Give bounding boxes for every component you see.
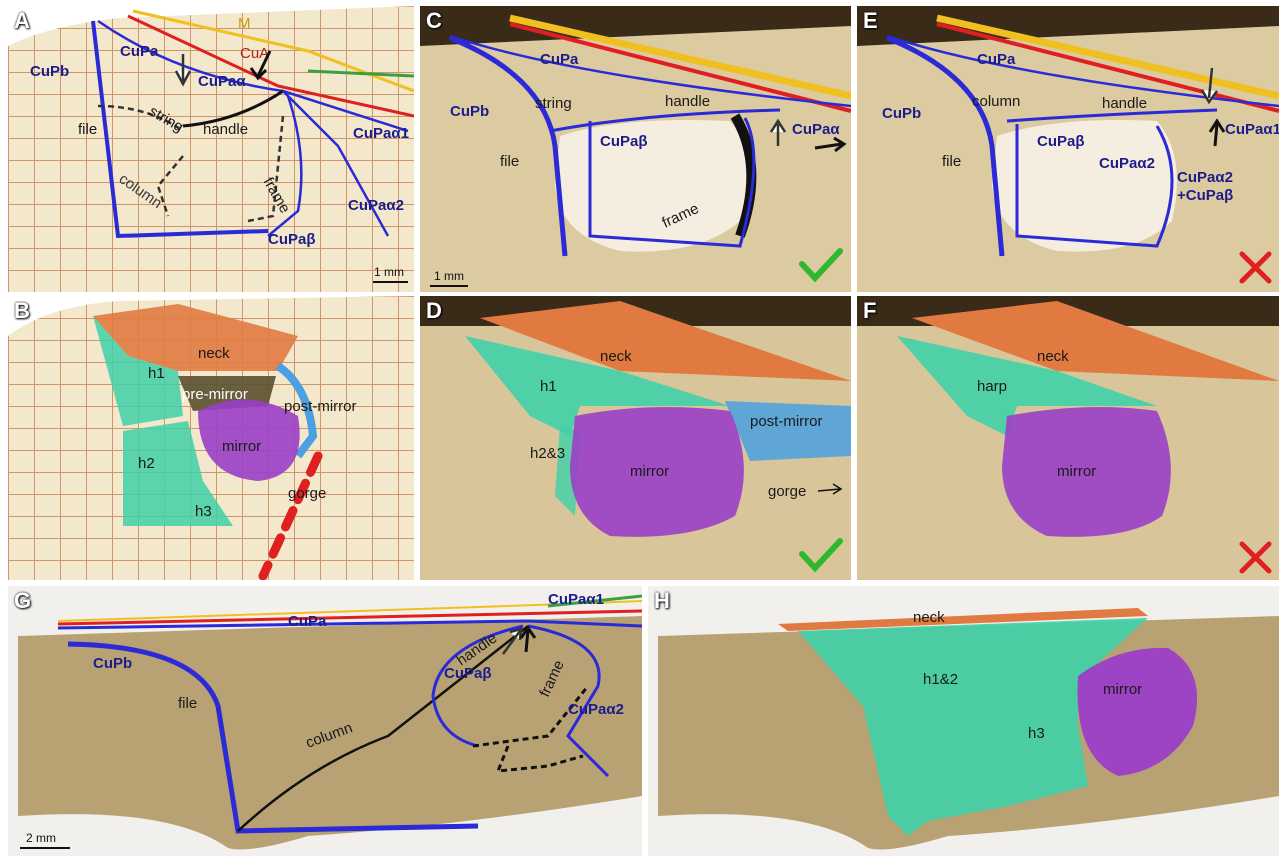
label-cupb: CuPb (93, 655, 132, 672)
label-pre-mirror: pre-mirror (182, 386, 248, 403)
label-combined-a: CuPaα2 (1177, 169, 1233, 186)
label-h1: h1 (148, 365, 165, 382)
label-mirror: mirror (1057, 463, 1096, 480)
label-h1-2: h1&2 (923, 671, 958, 688)
label-file: file (178, 695, 197, 712)
scale-label: 2 mm (26, 831, 56, 845)
label-cupa-alpha1: CuPaα1 (548, 591, 604, 608)
mirror-cell (555, 120, 748, 252)
label-handle: handle (1102, 95, 1147, 112)
label-mirror: mirror (1103, 681, 1142, 698)
label-cupa-alpha2: CuPaα2 (568, 701, 624, 718)
panel-b-drawing: neck h1 pre-mirror post-mirror mirror h2… (8, 296, 414, 580)
panel-e-drawing: CuPa CuPb column handle CuPaβ CuPaα1 CuP… (857, 6, 1279, 292)
label-file: file (500, 153, 519, 170)
label-neck: neck (1037, 348, 1069, 365)
panel-b: neck h1 pre-mirror post-mirror mirror h2… (8, 296, 414, 580)
panel-letter: D (426, 298, 442, 324)
panel-a-drawing: M CuA CuPa CuPb CuPaα string handle file… (8, 6, 414, 292)
panel-g-drawing: CuPaα1 CuPa CuPb handle CuPaβ frame CuPa… (8, 586, 642, 856)
panel-letter: G (14, 588, 31, 614)
label-h1: h1 (540, 378, 557, 395)
label-harp: harp (977, 378, 1007, 395)
label-file: file (942, 153, 961, 170)
label-cupa-alpha: CuPaα (792, 121, 840, 138)
mirror-cell (992, 120, 1177, 252)
panel-e: CuPa CuPb column handle CuPaβ CuPaα1 CuP… (857, 6, 1279, 292)
panel-d-drawing: neck h1 h2&3 post-mirror mirror gorge (420, 296, 851, 580)
label-h2: h2 (138, 455, 155, 472)
label-mirror: mirror (630, 463, 669, 480)
panel-letter: C (426, 8, 442, 34)
label-gorge: gorge (768, 483, 806, 500)
label-cupb: CuPb (30, 63, 69, 80)
label-cupb: CuPb (882, 105, 921, 122)
label-cupa: CuPa (540, 51, 579, 68)
label-cupa-alpha2: CuPaα2 (348, 197, 404, 214)
panel-f: neck harp mirror F (857, 296, 1279, 580)
label-cupa-alpha1: CuPaα1 (353, 125, 409, 142)
panel-c-drawing: CuPa CuPb string handle CuPaβ CuPaα file… (420, 6, 851, 292)
label-handle: handle (665, 93, 710, 110)
label-neck: neck (913, 609, 945, 626)
panel-d: neck h1 h2&3 post-mirror mirror gorge D (420, 296, 851, 580)
panel-letter: F (863, 298, 876, 324)
label-string: string (535, 95, 572, 112)
label-column: column (972, 93, 1020, 110)
label-h3: h3 (1028, 725, 1045, 742)
label-cupa-beta: CuPaβ (1037, 133, 1085, 150)
label-mirror: mirror (222, 438, 261, 455)
panel-h-drawing: neck h1&2 mirror h3 (648, 586, 1279, 856)
label-post-mirror: post-mirror (750, 413, 823, 430)
label-gorge: gorge (288, 485, 326, 502)
panel-g: CuPaα1 CuPa CuPb handle CuPaβ frame CuPa… (8, 586, 642, 856)
panel-letter: H (654, 588, 670, 614)
panel-a: M CuA CuPa CuPb CuPaα string handle file… (8, 6, 414, 292)
label-cupa-alpha2: CuPaα2 (1099, 155, 1155, 172)
label-cupa-beta: CuPaβ (268, 231, 316, 248)
label-cupa: CuPa (120, 43, 159, 60)
scale-label: 1 mm (434, 269, 464, 283)
panel-h: neck h1&2 mirror h3 H (648, 586, 1279, 856)
label-post-mirror: post-mirror (284, 398, 357, 415)
label-cupa-alpha: CuPaα (198, 73, 246, 90)
label-m: M (238, 15, 251, 32)
label-cupb: CuPb (450, 103, 489, 120)
label-h3: h3 (195, 503, 212, 520)
label-cupa-alpha1: CuPaα1 (1225, 121, 1279, 138)
label-file: file (78, 121, 97, 138)
panel-letter: B (14, 298, 30, 324)
panel-f-drawing: neck harp mirror (857, 296, 1279, 580)
label-combined-b: +CuPaβ (1177, 187, 1233, 204)
panel-letter: E (863, 8, 878, 34)
panel-letter: A (14, 8, 30, 34)
label-neck: neck (600, 348, 632, 365)
label-cupa: CuPa (288, 613, 327, 630)
label-neck: neck (198, 345, 230, 362)
label-cupa-beta: CuPaβ (444, 665, 492, 682)
label-h2-3: h2&3 (530, 445, 565, 462)
label-cupa-beta: CuPaβ (600, 133, 648, 150)
panel-c: CuPa CuPb string handle CuPaβ CuPaα file… (420, 6, 851, 292)
scale-label: 1 mm (374, 265, 404, 279)
label-handle: handle (203, 121, 248, 138)
wing-a (8, 6, 414, 292)
label-cupa: CuPa (977, 51, 1016, 68)
